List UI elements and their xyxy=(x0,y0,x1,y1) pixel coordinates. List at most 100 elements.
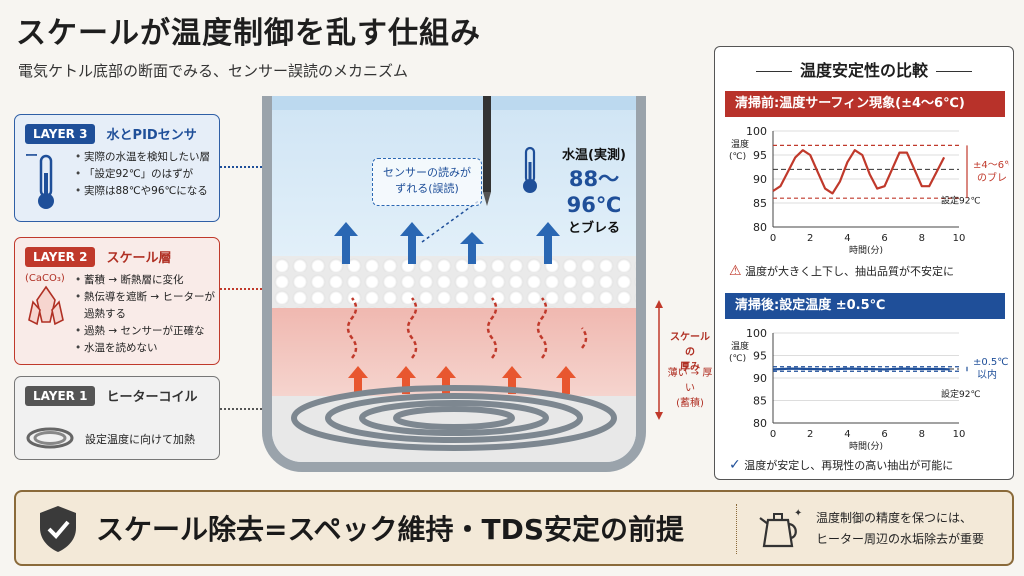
crystal-icon xyxy=(28,285,64,326)
y-tick-label: 90 xyxy=(753,372,767,385)
water-temp-note: とブレる xyxy=(567,221,620,236)
x-tick-label: 6 xyxy=(881,233,887,244)
list-item: 「設定92℃」のはずが xyxy=(75,166,210,183)
layer2-badge: LAYER 2 xyxy=(25,247,96,267)
layer1-desc: 設定温度に向けて加熱 xyxy=(85,433,195,446)
band-label: ±0.5℃ xyxy=(973,357,1009,368)
heat-wave-lines xyxy=(346,297,588,359)
y-tick-label: 85 xyxy=(753,395,767,408)
y-tick-label: 100 xyxy=(746,327,767,340)
band-label: ±4〜6℃ xyxy=(973,160,1009,171)
banner-main: スケール除去=スペック維持・TDS安定の前提 xyxy=(96,513,685,546)
y-tick-label: 80 xyxy=(753,221,767,234)
x-tick-label: 4 xyxy=(844,429,850,440)
layer1-name: ヒーターコイル xyxy=(106,390,198,405)
layer2-bullets: 蓄積 → 断熱層に変化 熱伝導を遮断 → ヒーターが過熱する 過熱 → センサー… xyxy=(75,272,219,357)
shield-check-icon xyxy=(40,506,76,552)
layer1-badge: LAYER 1 xyxy=(25,386,96,406)
sensor-misread-line2: ずれる(誤読) xyxy=(395,182,459,195)
y-tick-label: 90 xyxy=(753,173,767,186)
kettle-graphics xyxy=(291,96,617,451)
chart-after-cleaning: 温度 (℃) 80 85 90 95 100 0 2 4 6 8 10 時間(分) 設定92℃ ±0.5℃以内 xyxy=(729,327,1009,452)
coil-icon xyxy=(26,427,74,449)
layer2-card: LAYER 2 スケール層 (CaCO₃) 蓄積 → 断熱層に変化 熱伝導を遮断 … xyxy=(14,237,220,365)
layer3-card: LAYER 3 水とPIDセンサー 実際の水温を検知したい層 「設定92℃」のは… xyxy=(14,114,220,222)
before-header: 清掃前:温度サーフィン現象(±4〜6℃) xyxy=(725,91,1005,117)
water-temp-value: 88〜96℃ xyxy=(566,167,622,217)
layer3-bullets: 実際の水温を検知したい層 「設定92℃」のはずが 実際は88℃や96℃になる xyxy=(75,149,210,200)
heater-coil xyxy=(291,385,617,451)
y-tick-label: 100 xyxy=(746,125,767,138)
chart-before-cleaning: 温度(℃)808590951000246810時間(分)設定92℃±4〜6℃のブ… xyxy=(729,125,1009,256)
thermometer-icon xyxy=(523,146,537,193)
x-tick-label: 4 xyxy=(844,233,850,244)
x-tick-label: 10 xyxy=(953,233,966,244)
water-temp-readout: 水温(実測) 88〜96℃ とブレる xyxy=(552,144,636,236)
y-axis-label: 温度 xyxy=(731,340,749,352)
x-tick-label: 0 xyxy=(770,429,776,440)
thickness-label-line2: 厚み xyxy=(680,362,700,373)
x-axis-label: 時間(分) xyxy=(849,245,883,256)
connector-layer3 xyxy=(220,166,290,168)
list-item: 過熱 → センサーが正確な xyxy=(75,323,219,340)
x-tick-label: 6 xyxy=(881,429,887,440)
after-header: 清掃後:設定温度 ±0.5℃ xyxy=(725,293,1005,319)
y-axis-label-unit: (℃) xyxy=(729,354,746,364)
scale-layer xyxy=(272,256,636,314)
water-surface xyxy=(272,96,636,110)
heated-zone xyxy=(272,308,636,408)
thermometer-icon xyxy=(38,154,54,209)
kettle-cross-section: センサーの読みが ずれる(誤読) 水温(実測) 88〜96℃ とブレる xyxy=(262,96,646,472)
setpoint-label: 設定92℃ xyxy=(941,194,981,206)
x-tick-label: 2 xyxy=(807,429,813,440)
heat-up-arrows-orange xyxy=(348,366,576,394)
after-note: 温度が安定し、再現性の高い抽出が可能に xyxy=(744,459,954,472)
y-tick-label: 80 xyxy=(753,417,767,430)
banner-note-line2: ヒーター周辺の水垢除去が重要 xyxy=(816,532,985,546)
x-tick-label: 0 xyxy=(770,233,776,244)
x-axis-label: 時間(分) xyxy=(849,441,883,452)
list-item: 蓄積 → 断熱層に変化 xyxy=(75,272,219,289)
svg-text:✦: ✦ xyxy=(794,508,802,519)
list-item: 実際の水温を検知したい層 xyxy=(75,149,210,166)
layer1-card: LAYER 1 ヒーターコイル 設定温度に向けて加熱 xyxy=(14,376,220,460)
heat-up-arrows-blue xyxy=(334,222,560,264)
page-title: スケールが温度制御を乱す仕組み xyxy=(16,16,481,51)
series-line xyxy=(772,367,950,371)
thickness-arrow xyxy=(655,300,663,420)
y-tick-label: 95 xyxy=(753,350,767,363)
banner-note: 温度制御の精度を保つには、 ヒーター周辺の水垢除去が重要 xyxy=(816,508,984,550)
sensor-misread-line1: センサーの読みが xyxy=(383,166,471,179)
layer2-name-wrap: スケール層 (CaCO₃) xyxy=(25,251,172,285)
setpoint-label: 設定92℃ xyxy=(941,388,981,400)
bottom-banner: スケール除去=スペック維持・TDS安定の前提 ✦ 温度制御の精度を保つには、 ヒ… xyxy=(14,490,1014,566)
band-label-sub: 以内 xyxy=(977,368,997,381)
thickness-range-line1: 薄い → 厚い xyxy=(667,368,713,394)
y-axis-label-unit: (℃) xyxy=(729,152,746,162)
y-axis-label: 温度 xyxy=(731,138,749,150)
warning-icon: ⚠ xyxy=(729,263,742,279)
layer2-name-sub: (CaCO₃) xyxy=(25,273,65,284)
connector-layer2 xyxy=(220,288,290,290)
before-note: 温度が大きく上下し、抽出品質が不安定に xyxy=(745,265,955,278)
connector-layer1 xyxy=(220,408,290,410)
x-tick-label: 10 xyxy=(953,429,966,440)
y-tick-label: 85 xyxy=(753,197,767,210)
y-tick-label: 95 xyxy=(753,149,767,162)
x-tick-label: 8 xyxy=(919,429,925,440)
water-temp-label: 水温(実測) xyxy=(562,148,626,163)
after-note-row: ✓ 温度が安定し、再現性の高い抽出が可能に xyxy=(729,457,953,473)
thickness-range: 薄い → 厚い (蓄積) xyxy=(666,366,714,411)
banner-note-line1: 温度制御の精度を保つには、 xyxy=(816,511,973,525)
layer3-name: 水とPIDセンサー xyxy=(25,128,197,164)
x-tick-label: 2 xyxy=(807,233,813,244)
sensor-misread-callout: センサーの読みが ずれる(誤読) xyxy=(372,158,482,206)
layer2-name: スケール層 xyxy=(106,251,172,266)
check-circle-icon: ✓ xyxy=(729,457,741,473)
scale-thickness-indicator: スケールの 厚み 薄い → 厚い (蓄積) xyxy=(654,300,714,420)
series-line xyxy=(772,149,946,195)
before-note-row: ⚠ 温度が大きく上下し、抽出品質が不安定に xyxy=(729,263,954,279)
thickness-label-line1: スケールの xyxy=(670,332,710,358)
banner-divider xyxy=(736,504,737,554)
